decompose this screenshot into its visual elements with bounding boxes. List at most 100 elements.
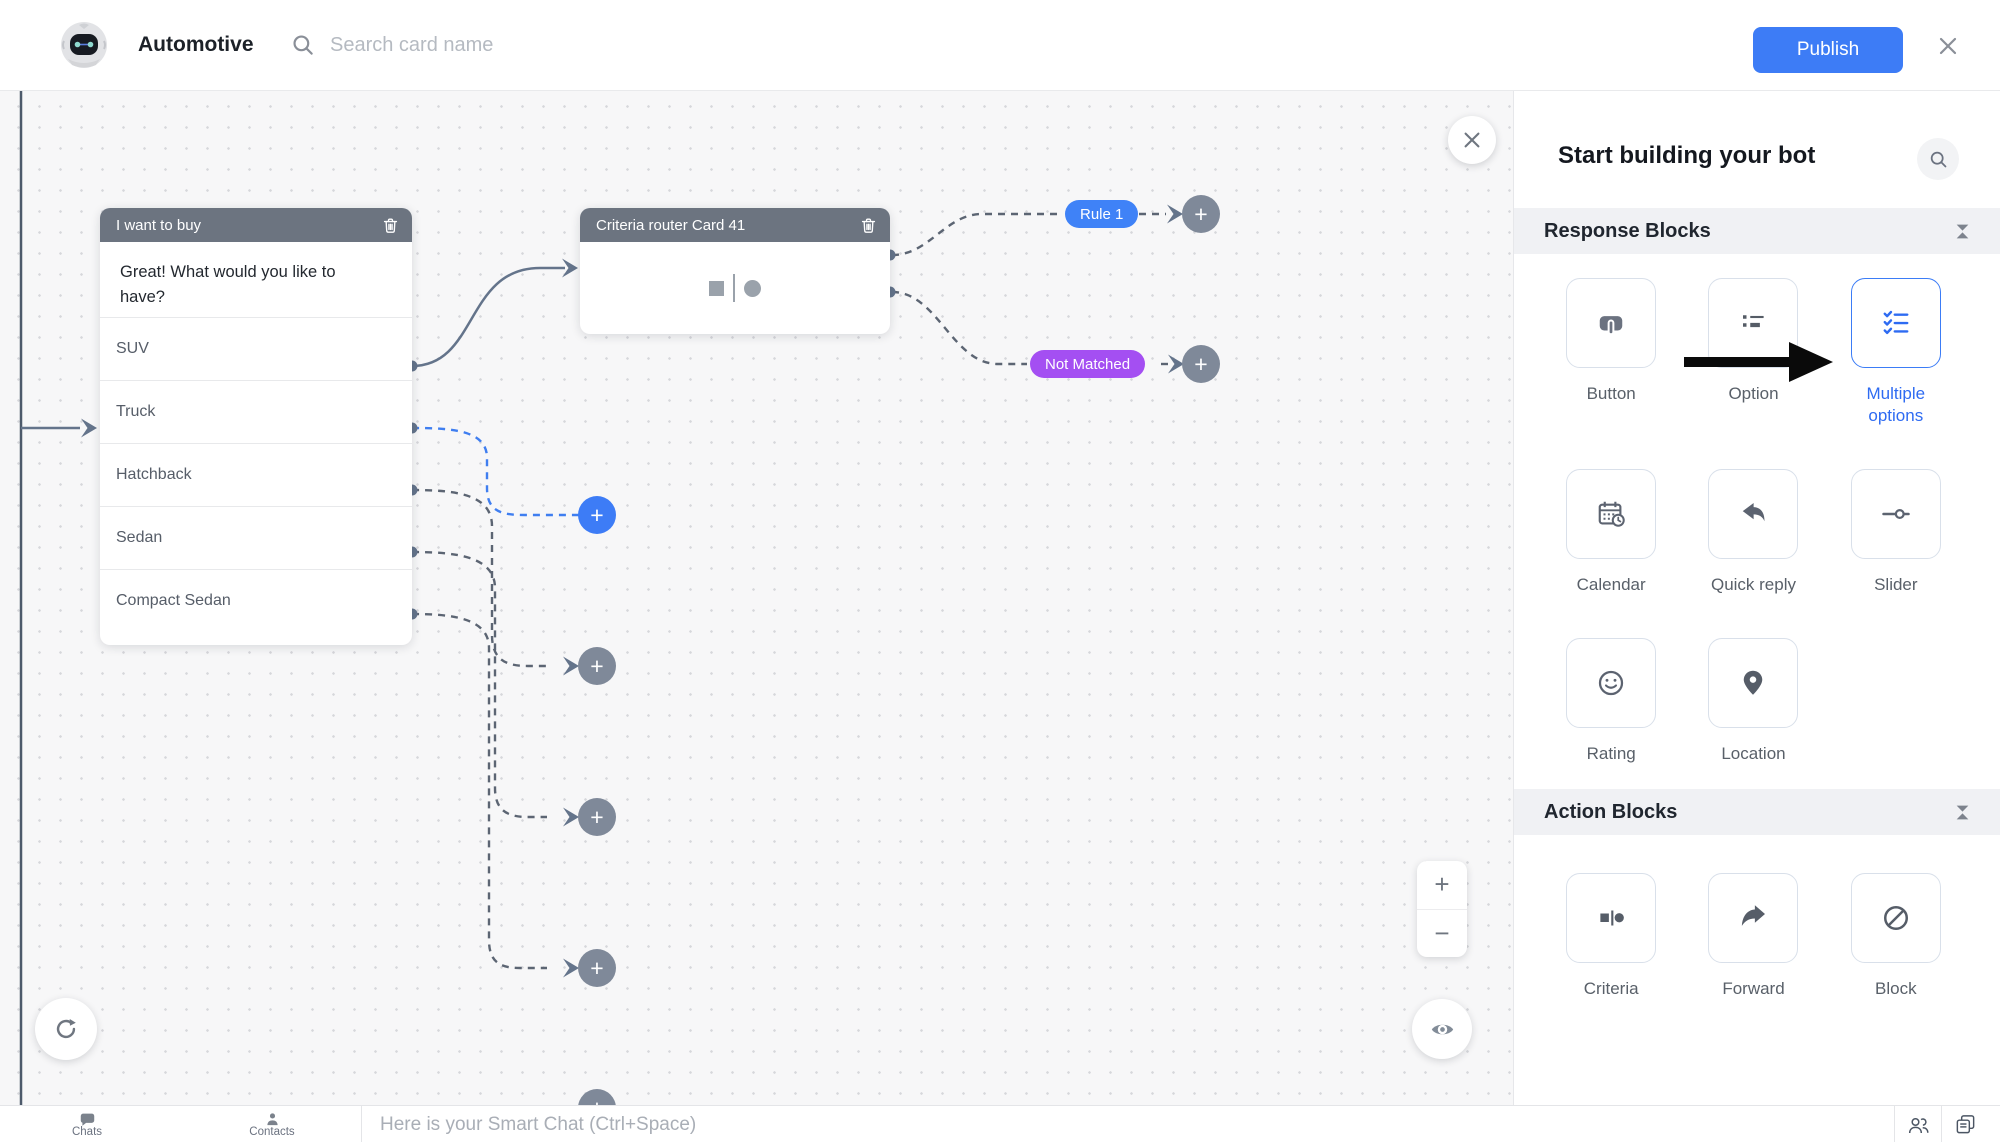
bot-name: Automotive <box>138 33 254 56</box>
templates-button[interactable] <box>1942 1113 1988 1136</box>
trash-icon[interactable] <box>859 216 878 235</box>
cards-stack-icon <box>1954 1113 1977 1136</box>
block-calendar[interactable]: Calendar <box>1540 469 1682 596</box>
preview-button[interactable] <box>1412 999 1472 1059</box>
add-node-compact-sedan[interactable]: + <box>578 949 616 987</box>
chats-icon <box>78 1111 97 1128</box>
sidebar-search-button[interactable] <box>1917 138 1959 180</box>
trash-icon[interactable] <box>381 216 400 235</box>
block-label: Slider <box>1874 575 1918 595</box>
contacts-icon <box>264 1111 281 1128</box>
add-node-rule-1[interactable]: + <box>1182 195 1220 233</box>
smart-chat-input[interactable] <box>378 1112 1898 1137</box>
publish-button[interactable]: Publish <box>1753 27 1903 73</box>
plus-icon: + <box>590 954 604 981</box>
block-forward[interactable]: Forward <box>1682 873 1824 1000</box>
option-label: Compact Sedan <box>116 592 231 609</box>
option-label: SUV <box>116 340 149 357</box>
block-label: Option <box>1728 384 1779 403</box>
option-hatchback[interactable]: Hatchback <box>100 443 412 506</box>
zoom-in-button[interactable]: + <box>1434 869 1450 900</box>
option-label: Truck <box>116 403 156 420</box>
forward-icon <box>1742 905 1766 927</box>
add-node-partial[interactable]: + <box>578 1089 616 1105</box>
block-label: Block <box>1875 979 1917 999</box>
plus-icon: + <box>590 501 604 528</box>
card-i-want-to-buy[interactable]: I want to buy Great! What would you like… <box>100 208 412 645</box>
block-multiple-options[interactable]: Multiple options <box>1825 278 1967 427</box>
location-icon <box>1744 671 1763 696</box>
divider <box>361 1106 362 1142</box>
option-compact-sedan[interactable]: Compact Sedan <box>100 569 412 632</box>
refresh-button[interactable] <box>35 998 97 1060</box>
section-action-blocks[interactable]: Action Blocks <box>1514 789 2000 836</box>
option-label: Hatchback <box>116 466 192 483</box>
audience-button[interactable] <box>1895 1114 1941 1136</box>
option-suv[interactable]: SUV <box>100 317 412 380</box>
block-rating[interactable]: Rating <box>1540 638 1682 765</box>
block-criteria[interactable]: Criteria <box>1540 873 1682 1000</box>
add-node-sedan[interactable]: + <box>578 798 616 836</box>
close-icon <box>1461 129 1483 151</box>
plus-icon: + <box>1194 350 1208 377</box>
block-slider[interactable]: Slider <box>1825 469 1967 596</box>
rule-badge[interactable]: Rule 1 <box>1065 200 1139 228</box>
plus-icon: + <box>1194 200 1208 227</box>
bot-avatar <box>60 21 108 69</box>
add-node-hatchback[interactable]: + <box>578 647 616 685</box>
block-label: Calendar <box>1576 575 1646 595</box>
canvas-close-button[interactable] <box>1448 116 1496 164</box>
criteria-icon <box>580 242 890 334</box>
card-header[interactable]: Criteria router Card 41 <box>580 208 890 242</box>
refresh-icon <box>52 1015 80 1043</box>
option-truck[interactable]: Truck <box>100 380 412 443</box>
section-label: Action Blocks <box>1544 800 1678 823</box>
add-node-not-matched[interactable]: + <box>1182 345 1220 383</box>
close-icon[interactable] <box>1936 34 1960 58</box>
contacts-label: Contacts <box>249 1126 295 1138</box>
block-quick-reply[interactable]: Quick reply <box>1682 469 1824 596</box>
divider <box>1894 1106 1895 1142</box>
not-matched-badge[interactable]: Not Matched <box>1030 350 1146 378</box>
collapse-icon[interactable] <box>1954 804 1971 821</box>
block-label: Button <box>1586 384 1636 403</box>
contacts-button[interactable]: Contacts <box>237 1111 307 1138</box>
search-icon <box>1928 149 1949 170</box>
zoom-control: + − <box>1417 861 1467 957</box>
criteria-icon <box>1600 910 1625 926</box>
card-title: I want to buy <box>116 216 202 234</box>
people-icon <box>1906 1114 1931 1136</box>
card-search-input[interactable] <box>328 32 652 58</box>
plus-icon: + <box>590 803 604 830</box>
block-label: Rating <box>1586 744 1636 764</box>
block-location[interactable]: Location <box>1682 638 1824 765</box>
rating-icon <box>1599 671 1624 696</box>
slider-icon <box>1882 509 1910 520</box>
top-bar: Automotive Publish <box>0 0 2000 91</box>
divider <box>1941 1106 1942 1142</box>
block-option[interactable]: Option <box>1682 278 1824 427</box>
quick-reply-icon <box>1743 503 1765 522</box>
collapse-icon[interactable] <box>1954 223 1971 240</box>
block-button[interactable]: Button <box>1540 278 1682 427</box>
eye-icon <box>1429 1016 1456 1043</box>
add-node-truck[interactable]: + <box>578 496 616 534</box>
option-sedan[interactable]: Sedan <box>100 506 412 569</box>
option-icon <box>1743 315 1765 328</box>
blocks-sidebar: Start building your bot Response Blocks … <box>1513 90 2000 1105</box>
block-label: Criteria <box>1583 979 1639 999</box>
section-response-blocks[interactable]: Response Blocks <box>1514 208 2000 254</box>
block-icon <box>1883 906 1908 931</box>
section-label: Response Blocks <box>1544 219 1711 242</box>
option-label: Sedan <box>116 529 163 546</box>
zoom-out-button[interactable]: − <box>1434 917 1450 948</box>
chats-button[interactable]: Chats <box>52 1111 122 1138</box>
block-block[interactable]: Block <box>1825 873 1967 1000</box>
search-icon <box>290 32 316 58</box>
flow-canvas[interactable]: I want to buy Great! What would you like… <box>0 90 1513 1105</box>
bottom-bar: Chats Contacts <box>0 1105 2000 1142</box>
card-header[interactable]: I want to buy <box>100 208 412 242</box>
card-criteria-router[interactable]: Criteria router Card 41 <box>580 208 890 334</box>
card-title: Criteria router Card 41 <box>596 216 746 234</box>
block-label: Location <box>1721 744 1786 764</box>
